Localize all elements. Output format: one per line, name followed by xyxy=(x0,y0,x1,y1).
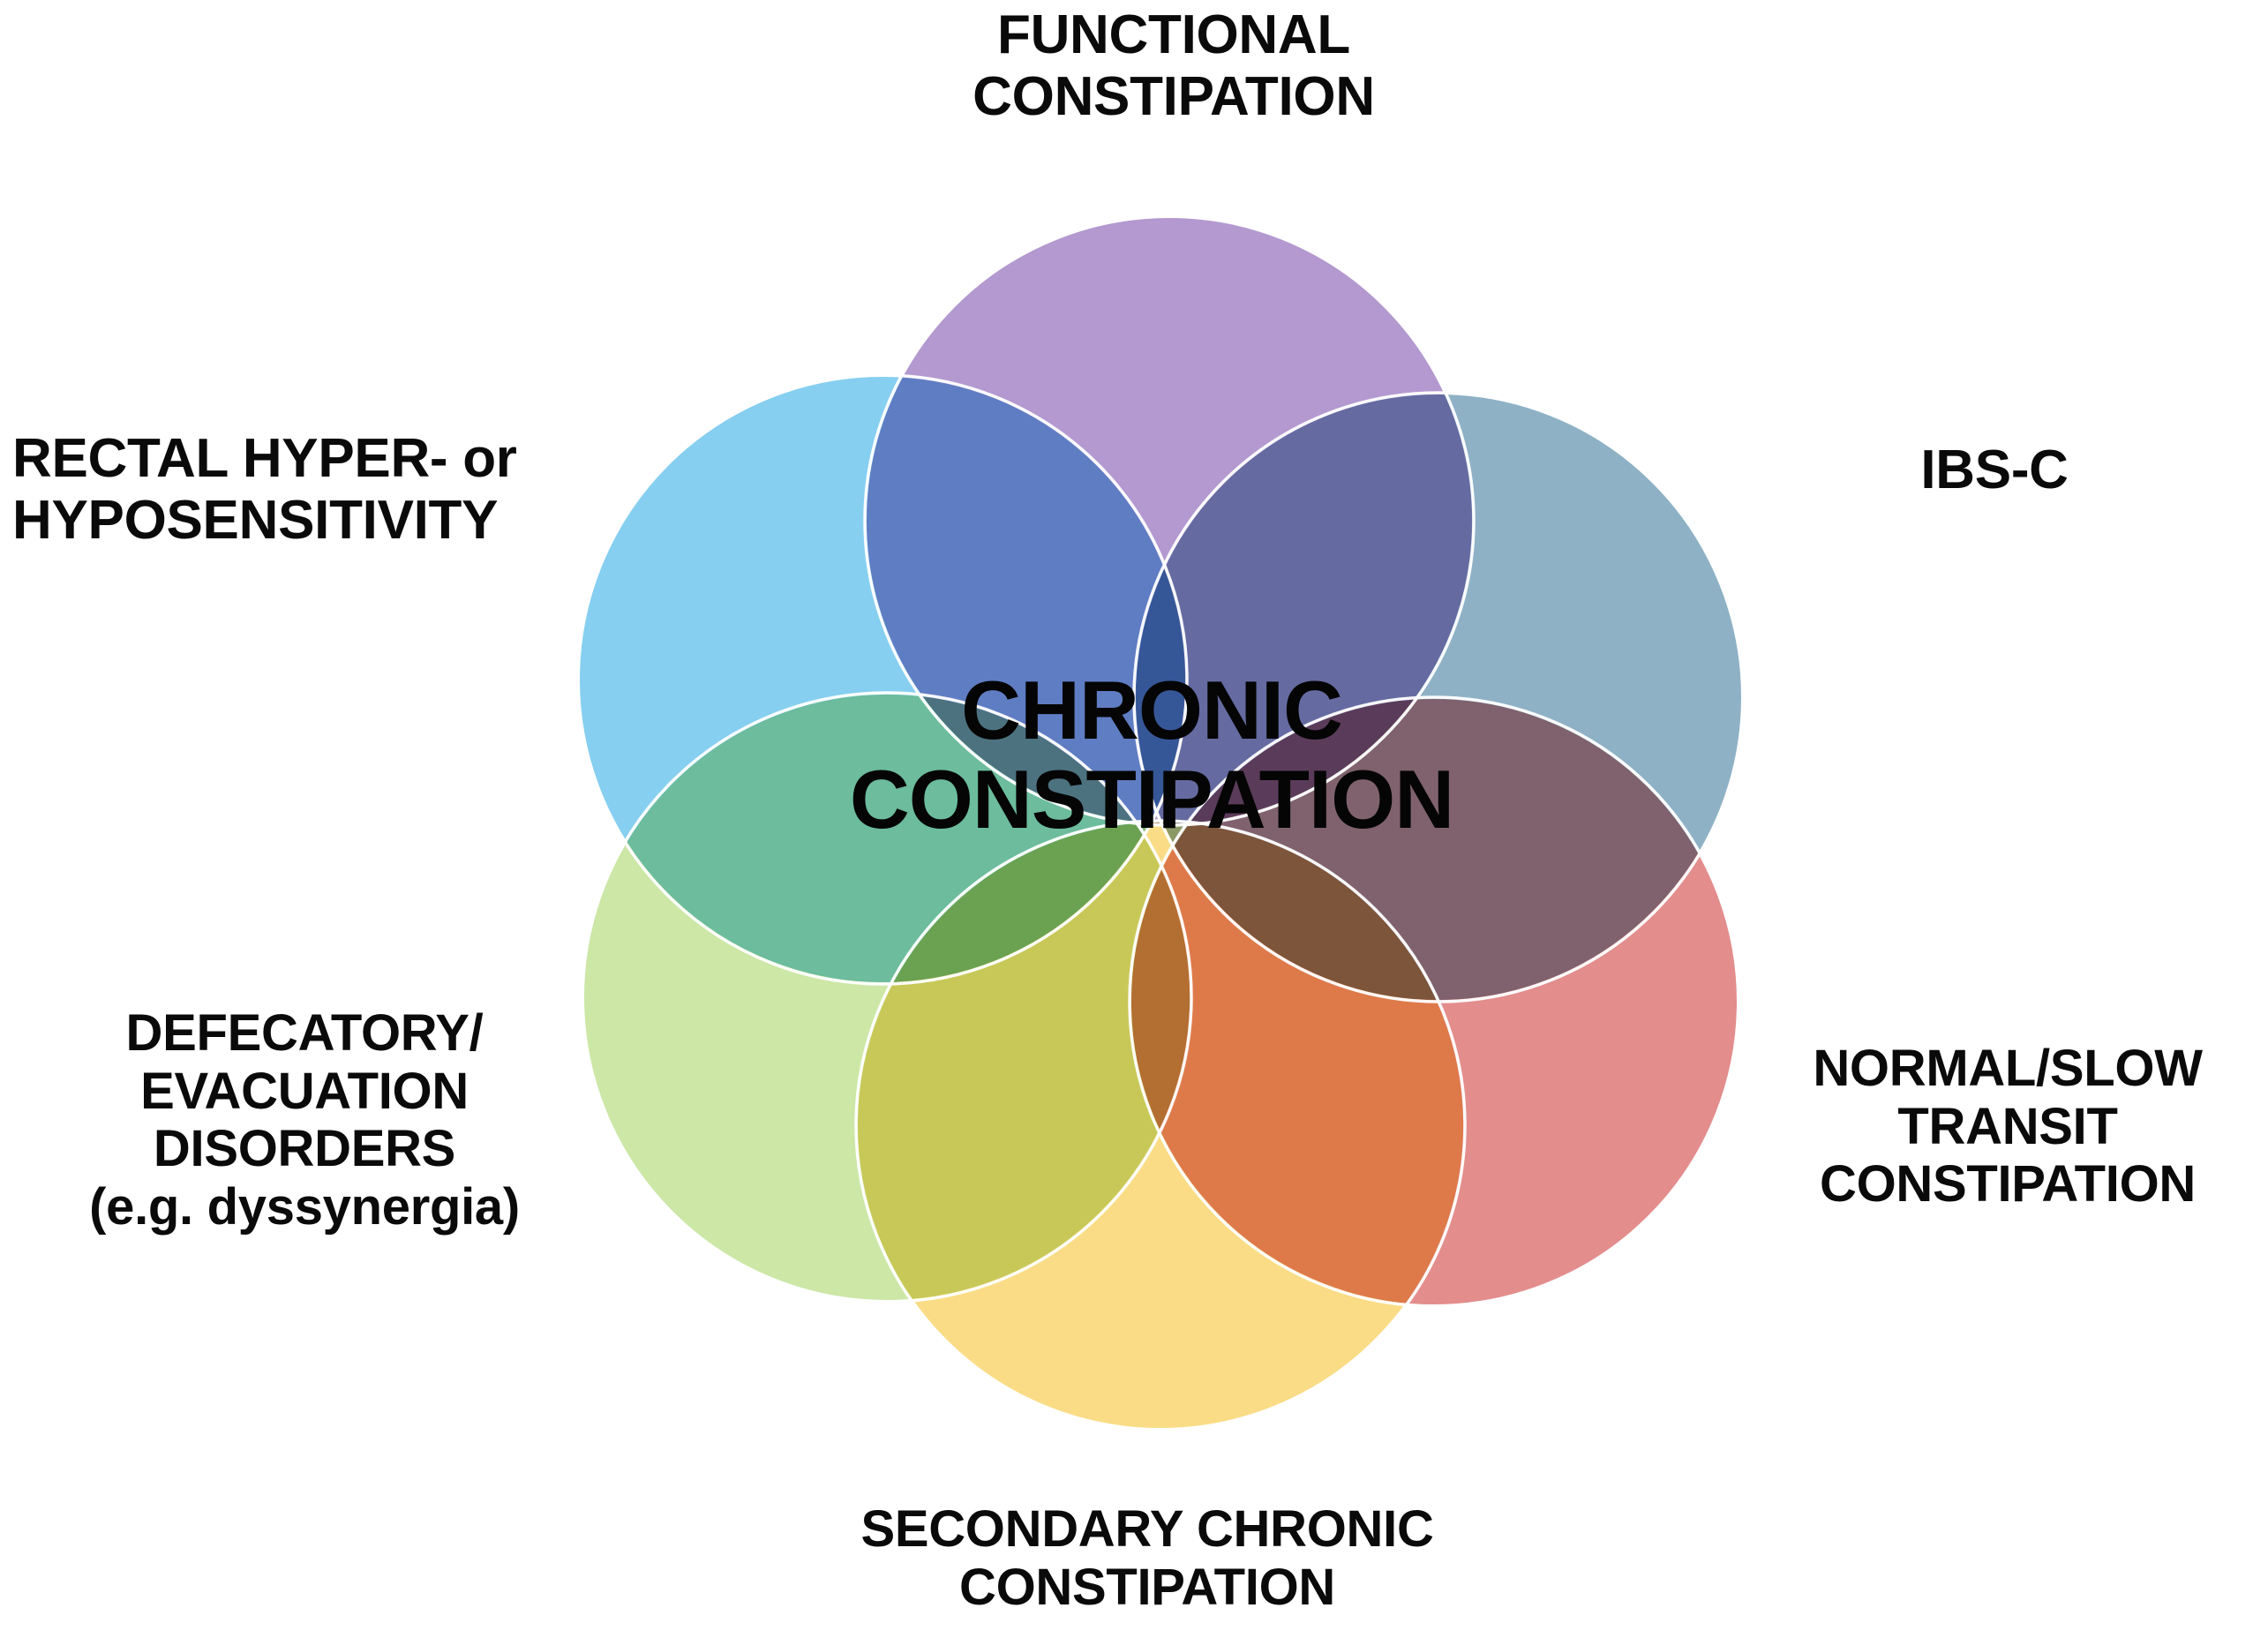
venn-outlines xyxy=(576,214,1745,1431)
set-label-secondary-chronic: SECONDARY CHRONIC CONSTIPATION xyxy=(860,1500,1434,1616)
set-label-ibs-c: IBS-C xyxy=(1920,440,2069,500)
venn-circle-secondary-chronic[interactable] xyxy=(854,819,1467,1431)
set-label-rectal-sensitivity: RECTAL HYPER- or HYPOSENSITIVITY xyxy=(12,428,517,552)
set-label-defecatory-disorders: DEFECATORY/ EVACUATION DISORDERS (e.g. d… xyxy=(89,1004,520,1236)
set-label-functional-constipation: FUNCTIONAL CONSTIPATION xyxy=(973,4,1375,128)
set-label-normal-slow-transit: NORMAL/SLOW TRANSIT CONSTIPATION xyxy=(1813,1040,2203,1213)
